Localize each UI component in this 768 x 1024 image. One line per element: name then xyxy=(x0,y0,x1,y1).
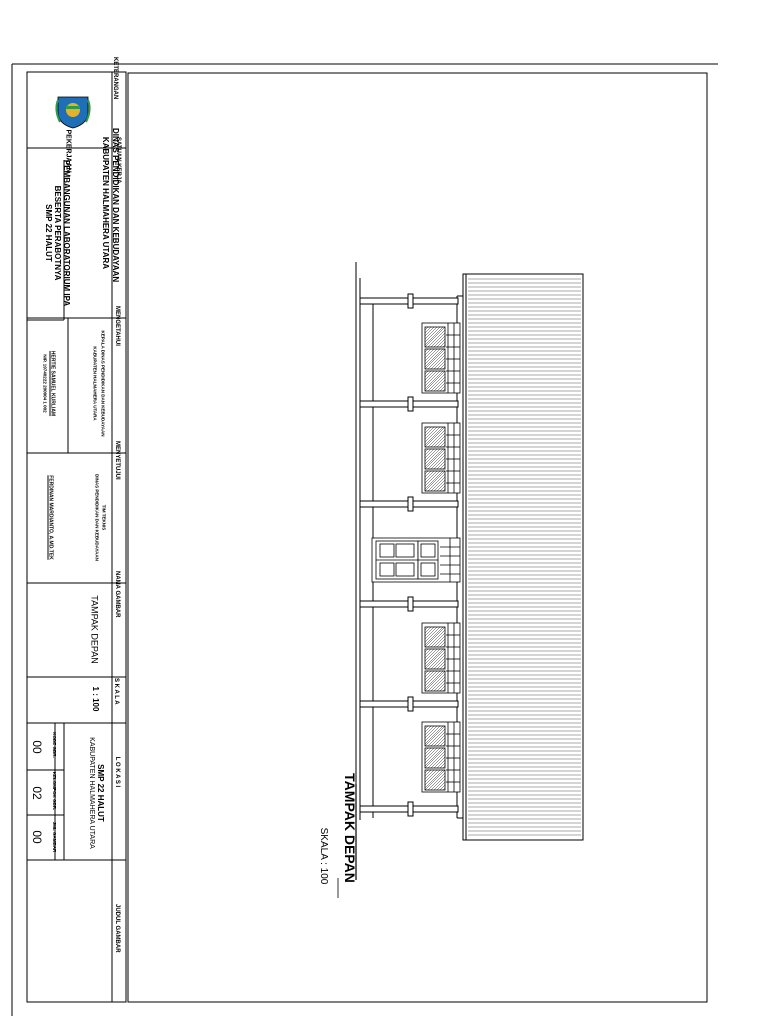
window xyxy=(421,422,461,494)
kode-value: 00 xyxy=(30,740,44,754)
jumlah-label: JML GAMBAR xyxy=(52,821,57,853)
menyetujui-label: MENYETUJUI xyxy=(114,441,120,480)
mengetahui-label: MENGETAHUI xyxy=(114,306,120,346)
menyetujui-agency: DINAS PENDIDIKAN DAN KEBUDAYAAN xyxy=(94,474,100,561)
skala-label: S K A L A xyxy=(113,678,119,705)
lokasi-label: L O K A S I xyxy=(114,756,120,788)
window xyxy=(421,622,461,694)
approver-name: FERDINAN MARDIANTO, A.MD.TEK xyxy=(47,475,54,560)
lokasi-line2: KABUPATEN HALMAHERA UTARA xyxy=(88,737,95,849)
building-elevation xyxy=(337,262,584,898)
project-line3: SMP 22 HALUT xyxy=(44,204,53,262)
official-nip: NIP. 19740222 200004 1 002 xyxy=(42,354,48,413)
official-name: HERTIE SAMUEL KURLIAM xyxy=(49,350,56,417)
judul-gambar-label: JUDUL GAMBAR xyxy=(114,904,120,953)
view-scale: SKALA : 100 xyxy=(318,827,329,885)
skala-value: 1 : 100 xyxy=(91,686,100,712)
tim-teknis: TIM TEKNIS xyxy=(101,504,107,531)
agency-line1: DINAS PENDIDIKAN DAN KEBUDAYAAN xyxy=(111,128,120,283)
jumlah-value: 00 xyxy=(30,830,44,844)
keterangan-label: KETERANGAN xyxy=(112,57,118,100)
lokasi-line1: SMP 22 HALUT xyxy=(96,764,105,822)
nama-gambar-label: NAMA GAMBAR xyxy=(114,571,120,618)
regency-logo xyxy=(55,96,91,129)
project-line2: BESERTA PERABOTNYA xyxy=(53,185,62,281)
main-door xyxy=(371,537,461,583)
title-block-frame xyxy=(26,71,127,1003)
kelompok-label: KELOMPOK GBR. xyxy=(52,771,57,811)
kelompok-value: 02 xyxy=(30,786,44,800)
window xyxy=(421,322,461,394)
mengetahui-line1: KEPALA DINAS PENDIDIKAN DAN KEBUDAYAAN xyxy=(100,330,106,437)
agency-line2: KABUPATEN HALMAHERA UTARA xyxy=(101,136,110,270)
mengetahui-line2: KABUPATEN HALMAHERA UTARA xyxy=(92,346,98,421)
drawing-frame xyxy=(127,72,708,1003)
kode-label: KODE GBR. xyxy=(52,732,57,758)
nama-gambar: TAMPAK DEPAN xyxy=(89,595,100,664)
window xyxy=(421,721,461,793)
project-line1: PEMBANGUNAN LABORATORIUM IPA xyxy=(62,159,71,307)
view-title: TAMPAK DEPAN xyxy=(342,773,358,883)
